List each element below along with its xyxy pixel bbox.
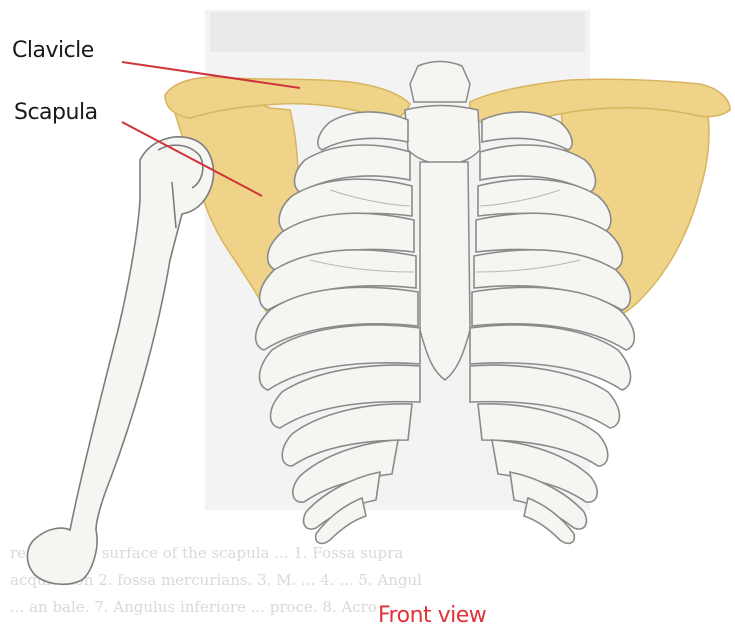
scapula-label: Scapula [14,100,98,125]
humerus [27,137,213,584]
clavicle-label: Clavicle [12,38,94,63]
faded-caption-line-3: ... an bale. 7. Angulus inferiore ... pr… [10,598,377,616]
view-label: Front view [378,603,486,628]
